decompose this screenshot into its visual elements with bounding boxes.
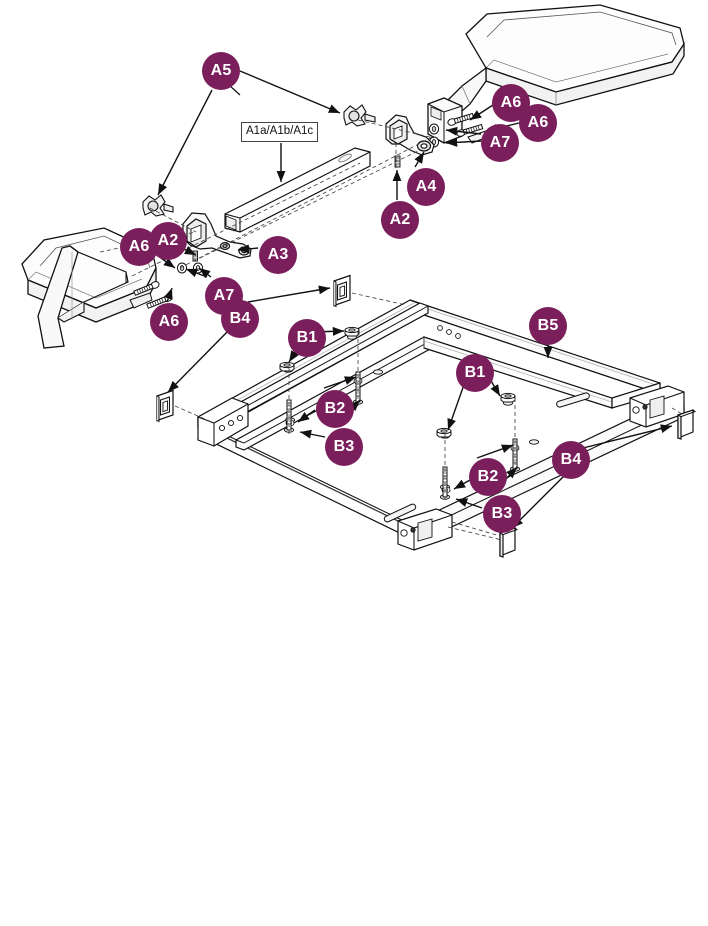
washer-a7-right-upper <box>428 123 440 135</box>
callout-badge-a2-mid[interactable]: A2 <box>381 201 419 239</box>
callout-badge-b5[interactable]: B5 <box>529 307 567 345</box>
square-tube-a1 <box>224 147 371 233</box>
callout-badge-b2-left[interactable]: B2 <box>316 390 354 428</box>
part-label-a1: A1a/A1b/A1c <box>241 122 319 142</box>
callout-badge-a2-left[interactable]: A2 <box>149 222 187 260</box>
callout-badge-b3-left[interactable]: B3 <box>325 428 363 466</box>
callout-badge-b4-right[interactable]: B4 <box>552 441 590 479</box>
washer-a7-left-1 <box>176 262 188 274</box>
callout-badge-b1-left[interactable]: B1 <box>288 319 326 357</box>
cap-nut-b1-right-upper <box>500 392 516 403</box>
cap-nut-b1-left-upper <box>344 326 360 337</box>
callout-badge-b2-right[interactable]: B2 <box>469 458 507 496</box>
callout-badge-b3-right[interactable]: B3 <box>483 495 521 533</box>
cap-nut-b1-right <box>436 427 452 438</box>
right-armrest-pad <box>427 4 685 144</box>
alignment-axes <box>99 119 683 541</box>
washer-a7-left-2 <box>192 262 204 274</box>
callout-badge-a6-bl[interactable]: A6 <box>150 303 188 341</box>
callout-badge-b4-left[interactable]: B4 <box>221 300 259 338</box>
base-frame-b5 <box>197 299 685 551</box>
callout-badge-a4[interactable]: A4 <box>407 168 445 206</box>
callout-badge-a3[interactable]: A3 <box>259 236 297 274</box>
callout-badge-a7-tr[interactable]: A7 <box>481 124 519 162</box>
clamp-arm-a4 <box>385 114 435 156</box>
callout-badge-b1-right[interactable]: B1 <box>456 354 494 392</box>
callout-badge-a6-tr-1[interactable]: A6 <box>492 84 530 122</box>
callout-badge-a6-tr-2[interactable]: A6 <box>519 104 557 142</box>
cap-nut-b1-left <box>279 361 295 372</box>
callout-badge-a5[interactable]: A5 <box>202 52 240 90</box>
bolt-a2-left <box>192 250 198 262</box>
